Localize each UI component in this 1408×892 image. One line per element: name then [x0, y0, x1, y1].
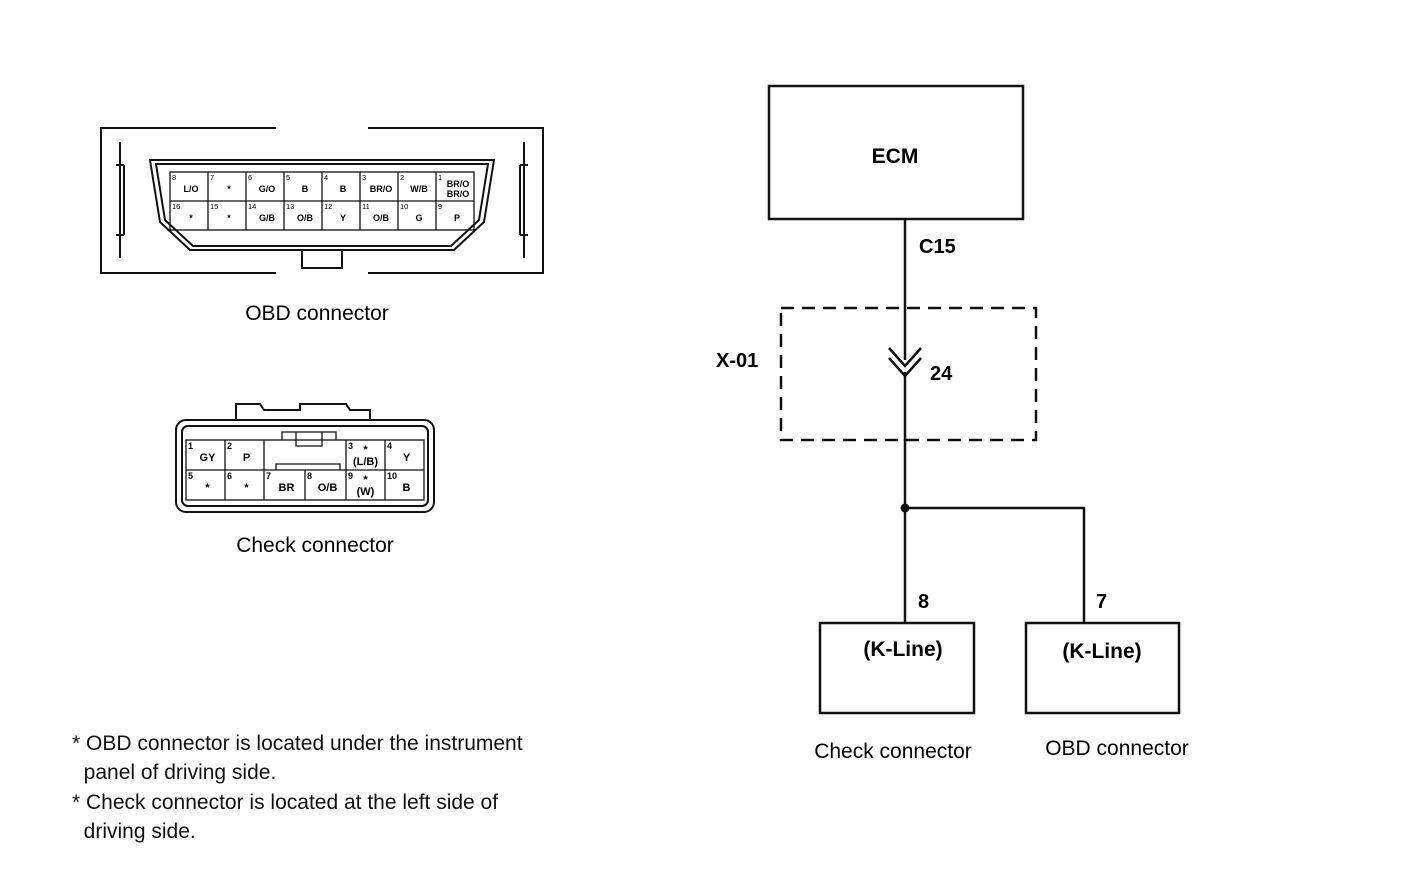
obd-pin-number: 8	[172, 173, 176, 182]
check-pin-grid	[185, 439, 425, 501]
note-obd-location: * OBD connector is located under the ins…	[72, 732, 523, 784]
obd-pin-number: 11	[362, 202, 370, 211]
obd-pin-labels: 8L/O7*6G/O5B4B3BR/O2W/B1BR/OBR/O16*15*14…	[172, 173, 469, 223]
obd-pin-number: 10	[400, 202, 408, 211]
obd-pin-number: 2	[400, 173, 404, 182]
check-pin-label: BR	[279, 482, 295, 494]
junction-dashed-box	[779, 306, 1038, 442]
check-housing-inner	[181, 425, 429, 507]
obd-face-inner	[154, 163, 490, 247]
obd-pin-number: 5	[286, 173, 290, 182]
schematic-obd-caption: OBD connector	[1045, 737, 1189, 760]
check-pin-number: 8	[307, 471, 312, 481]
obd-pin-label: O/B	[373, 213, 390, 223]
obd-housing-left	[100, 127, 276, 274]
check-connector-caption: Check connector	[236, 534, 394, 557]
check-pin-label: (W)	[357, 486, 375, 498]
check-pin-label: *	[244, 482, 249, 494]
obd-pin-number: 4	[324, 173, 328, 182]
obd-pin-number: 3	[362, 173, 366, 182]
check-tab	[235, 403, 371, 420]
obd-pin-label: B	[302, 184, 309, 194]
obd-pin-number: 14	[248, 202, 256, 211]
ecm-label: ECM	[872, 145, 919, 168]
obd-branch-pin-label: 7	[1096, 591, 1107, 613]
obd-latch-left	[116, 142, 125, 258]
check-pin-label: O/B	[318, 482, 338, 494]
obd-key	[301, 250, 343, 269]
check-housing-outer	[175, 419, 435, 513]
check-pin-label: B	[403, 482, 411, 494]
check-pin-number: 9	[348, 471, 353, 481]
obd-pin-label: *	[227, 213, 231, 223]
obd-connector-box	[1024, 621, 1181, 715]
check-pin-label: Y	[403, 452, 411, 464]
obd-pin-number: 13	[286, 202, 294, 211]
obd-pin-label: BR/O	[447, 189, 470, 199]
schematic-check-caption: Check connector	[814, 740, 972, 763]
check-pin-number: 10	[387, 471, 397, 481]
obd-pin-label: Y	[340, 213, 346, 223]
obd-face-outer	[148, 159, 496, 251]
check-connector-drawing	[175, 403, 435, 513]
check-pin-label: P	[243, 452, 250, 464]
check-pin-number: 5	[188, 471, 193, 481]
obd-pin-number: 15	[210, 202, 218, 211]
obd-housing-right	[368, 127, 544, 274]
check-pin-number: 2	[227, 441, 232, 451]
check-pin-number: 3	[348, 441, 353, 451]
obd-pin-grid	[169, 171, 475, 231]
check-pin-label: *	[205, 482, 210, 494]
obd-pin-number: 6	[248, 173, 252, 182]
check-pin-number: 1	[188, 441, 193, 451]
check-connector-box	[818, 621, 976, 715]
junction-pin-label: 24	[930, 363, 953, 385]
obd-box-label: (K-Line)	[1062, 640, 1141, 663]
splice-dot	[900, 503, 910, 513]
obd-connector-caption: OBD connector	[245, 302, 389, 325]
obd-pin-label: G/O	[259, 184, 276, 194]
obd-pin-number: 12	[324, 202, 332, 211]
obd-pin-label: G	[415, 213, 422, 223]
obd-pin-label: *	[189, 213, 193, 223]
check-key	[281, 431, 337, 447]
obd-pin-label: G/B	[259, 213, 276, 223]
junction-label: X-01	[716, 350, 758, 372]
branch-wire	[905, 506, 1086, 623]
note-check-location: * Check connector is located at the left…	[72, 791, 499, 843]
obd-pin-label: P	[454, 213, 460, 223]
schematic-lines	[767, 84, 1181, 715]
obd-pin-number: 9	[438, 202, 442, 211]
obd-pin-number: 7	[210, 173, 214, 182]
obd-pin-label: L/O	[184, 184, 199, 194]
check-box-label: (K-Line)	[863, 638, 942, 661]
obd-connector-drawing	[100, 127, 544, 274]
obd-pin-number: 16	[172, 202, 180, 211]
obd-pin-number: 1	[438, 173, 442, 182]
check-pin-number: 7	[266, 471, 271, 481]
check-branch-pin-label: 8	[918, 591, 929, 613]
obd-pin-label: BR/O	[447, 179, 470, 189]
obd-pin-label: B	[340, 184, 347, 194]
check-pin-label: GY	[200, 452, 217, 464]
obd-pin-label: *	[227, 184, 231, 194]
obd-pin-label: BR/O	[370, 184, 393, 194]
check-pin-label: *	[363, 444, 368, 456]
check-pin-label: *	[363, 474, 368, 486]
ecm-box	[767, 84, 1025, 221]
ecm-terminal-label: C15	[919, 236, 956, 258]
check-pin-label: (L/B)	[353, 456, 378, 468]
obd-latch-right	[519, 142, 528, 258]
obd-pin-label: W/B	[410, 184, 428, 194]
check-pin-number: 6	[227, 471, 232, 481]
obd-pin-label: O/B	[297, 213, 314, 223]
check-pin-number: 4	[387, 441, 392, 451]
